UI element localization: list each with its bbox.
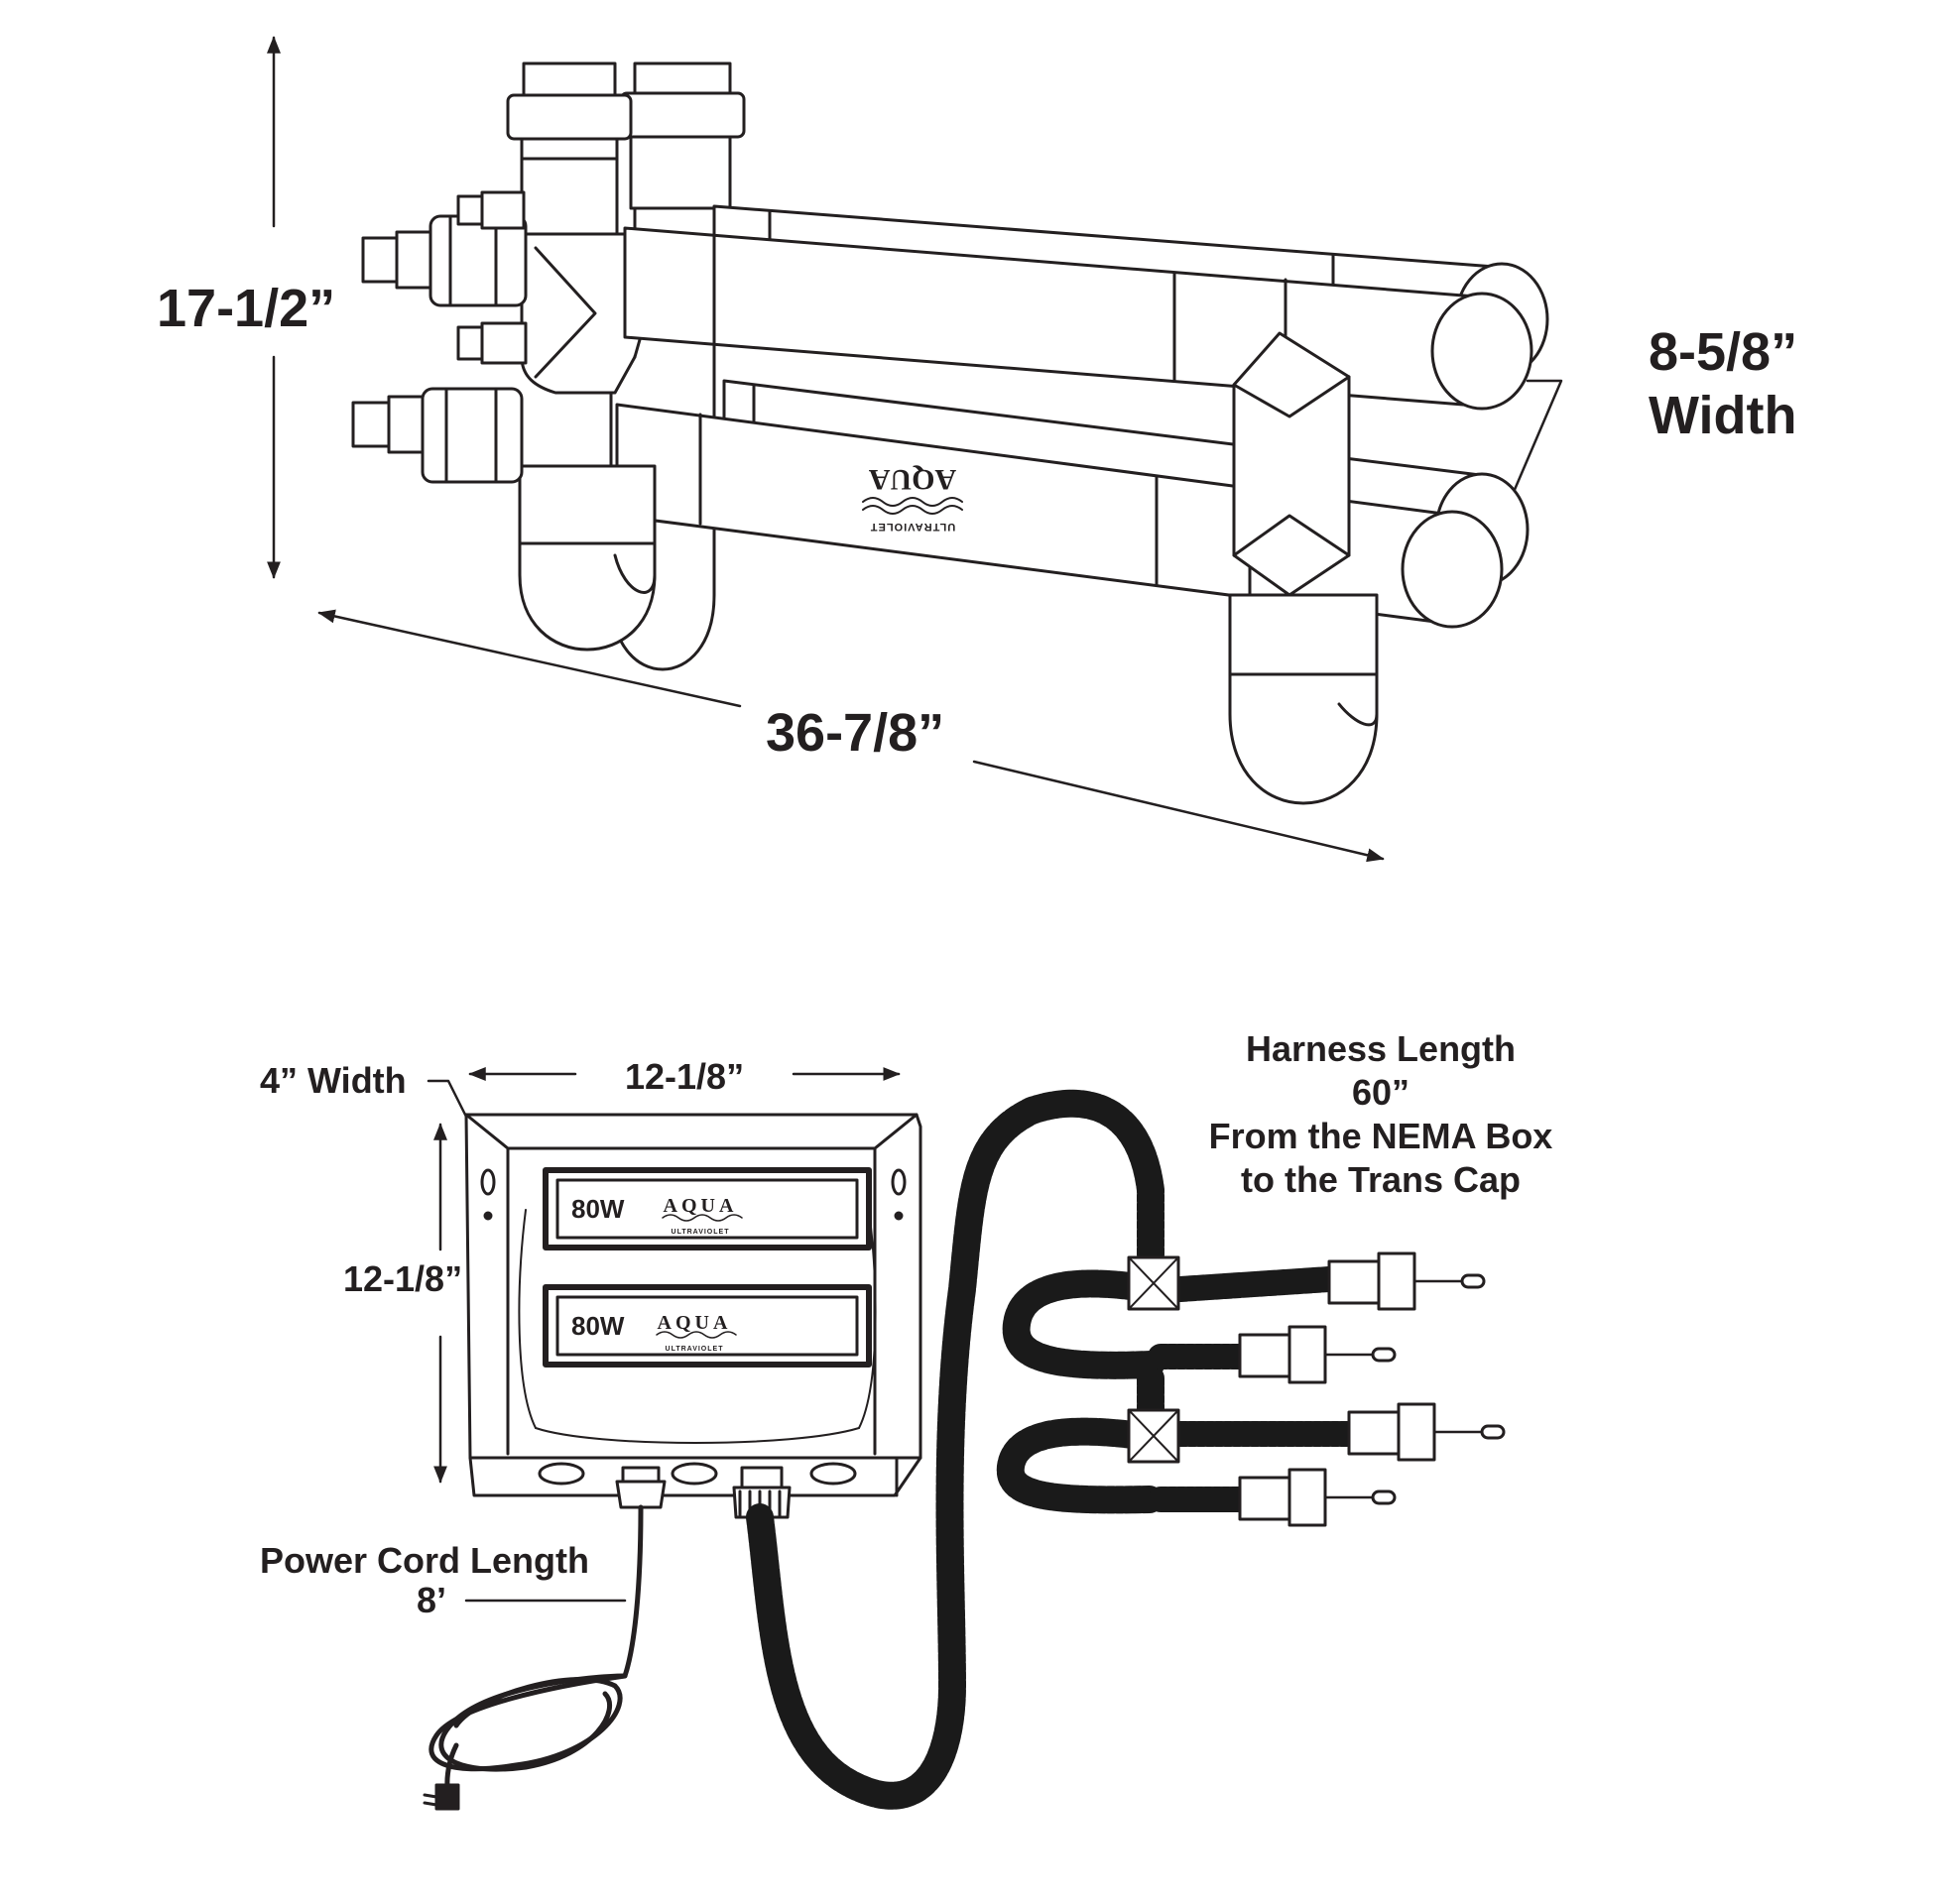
uv-unit-drawing: AQUA ULTRAVIOLET	[267, 36, 1563, 863]
box-depth-leader-line	[427, 1079, 468, 1119]
front-riser	[506, 61, 633, 236]
harness-desc-line-2: to the Trans Cap	[1240, 1159, 1522, 1200]
trans-cap-connector-2	[1238, 1325, 1397, 1384]
power-cord-length-label: Power Cord Length	[260, 1540, 589, 1581]
rear-riser	[619, 61, 746, 210]
harness-length-value: 60”	[1351, 1072, 1410, 1113]
ballast-2-logo: AQUA	[658, 1312, 732, 1334]
power-plug-icon	[423, 1783, 460, 1811]
uv-length-label: 36-7/8”	[766, 703, 945, 763]
mid-small-fitting	[456, 321, 528, 365]
trans-cap-connector-3	[1347, 1402, 1506, 1462]
box-height-label: 12-1/8”	[343, 1258, 463, 1299]
uv-height-label: 17-1/2”	[157, 279, 336, 338]
uv-width-word-label: Width	[1649, 386, 1797, 445]
box-depth-label: 4” Width	[260, 1060, 407, 1101]
svg-text:AQUA: AQUA	[869, 463, 957, 496]
nema-box-drawing: 80W AQUA ULTRAVIOLET 80W AQUA ULTRAVIOLE…	[423, 1067, 1506, 1811]
harness-length-title: Harness Length	[1245, 1028, 1517, 1069]
power-cord-gland	[615, 1466, 667, 1509]
ballast-1-logo: AQUA	[664, 1195, 738, 1217]
ballast-2: 80W AQUA ULTRAVIOLET	[543, 1284, 872, 1368]
harness-tee-lower	[1127, 1408, 1180, 1464]
svg-text:ULTRAVIOLET: ULTRAVIOLET	[870, 521, 955, 533]
ballast-2-wattage: 80W	[571, 1311, 625, 1341]
ballast-1: 80W AQUA ULTRAVIOLET	[543, 1167, 872, 1250]
svg-text:ULTRAVIOLET: ULTRAVIOLET	[666, 1346, 724, 1353]
front-u-bend	[518, 464, 657, 652]
trans-cap-connector-4	[1238, 1468, 1397, 1527]
length-dimension-line	[317, 609, 1385, 863]
power-cord-length-value: 8’	[417, 1580, 447, 1620]
harness-tee-upper	[1127, 1255, 1180, 1311]
trans-cap-connector-1	[1327, 1251, 1486, 1311]
lower-inlet-fitting	[351, 387, 524, 484]
front-left-manifold	[520, 232, 657, 395]
harness-gland	[732, 1466, 792, 1519]
svg-text:ULTRAVIOLET: ULTRAVIOLET	[672, 1229, 730, 1236]
ballast-1-wattage: 80W	[571, 1194, 625, 1224]
box-width-label: 12-1/8”	[625, 1056, 745, 1097]
right-u-bend	[1228, 593, 1379, 805]
upper-inlet-fitting	[361, 214, 528, 307]
harness-desc-line-1: From the NEMA Box	[1208, 1116, 1553, 1156]
right-manifold	[1232, 331, 1351, 597]
uv-unit-logo: AQUA ULTRAVIOLET	[862, 463, 963, 533]
upper-small-fitting	[456, 190, 526, 230]
uv-width-value-label: 8-5/8”	[1649, 322, 1798, 382]
